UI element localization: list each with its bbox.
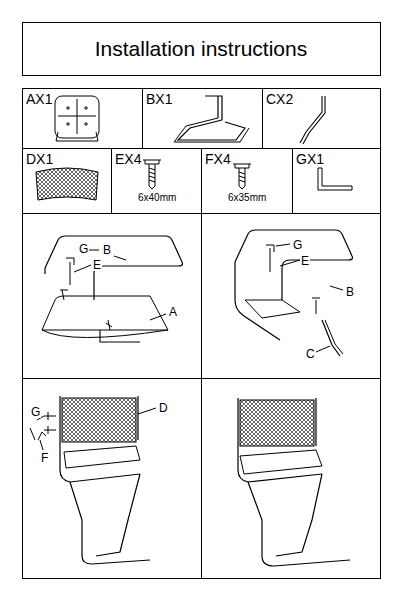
part-cell: AX1 (22, 88, 143, 149)
part-cell: GX1 (292, 148, 381, 214)
part-callout: G (30, 406, 41, 418)
part-code: BX1 (146, 92, 172, 106)
part-callout: F (40, 452, 49, 464)
part-cell: BX1 (142, 88, 263, 149)
part-cell: CX2 (262, 88, 381, 149)
part-callout: D (158, 402, 169, 414)
part-callout: C (305, 348, 316, 360)
title-text: Installation instructions (22, 22, 380, 75)
part-code: CX2 (266, 92, 293, 106)
part-code: DX1 (26, 152, 53, 166)
part-code: GX1 (296, 152, 324, 166)
part-callout: E (92, 259, 102, 271)
part-callout: G (292, 239, 303, 251)
part-callout: B (345, 286, 355, 298)
part-code: AX1 (26, 92, 52, 106)
dimension: 6x40mm (138, 193, 176, 203)
part-callout: G (78, 243, 89, 255)
part-callout: E (300, 255, 310, 267)
dimension: 6x35mm (228, 193, 266, 203)
part-cell: DX1 (22, 148, 112, 214)
part-cell: FX4 6x35mm (201, 148, 293, 214)
part-callout: A (168, 306, 178, 318)
part-code: FX4 (205, 152, 231, 166)
part-cell: EX4 6x40mm (111, 148, 202, 214)
part-callout: B (102, 244, 112, 256)
part-code: EX4 (115, 152, 141, 166)
